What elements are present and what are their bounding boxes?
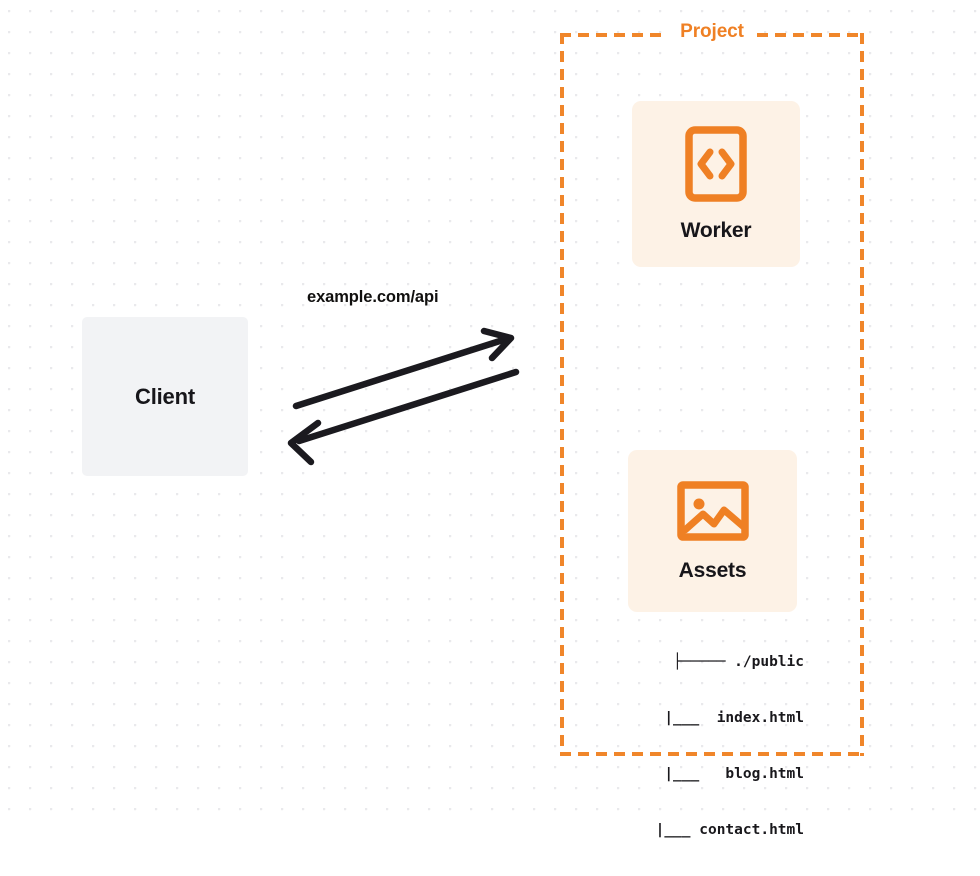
- node-client-label: Client: [135, 383, 195, 409]
- edge-label: example.com/api: [307, 288, 439, 306]
- file-tree-row: ├───── ./public: [673, 654, 804, 671]
- image-icon: [676, 480, 749, 547]
- request-arrow: [292, 327, 515, 410]
- project-container: Project: [560, 21, 864, 756]
- project-title: Project: [673, 21, 751, 43]
- node-assets[interactable]: Assets: [628, 450, 797, 612]
- project-border-bottom: [560, 752, 864, 756]
- file-tree-row: |___ contact.html: [611, 821, 804, 838]
- file-tree-row: |___ blog.html: [620, 765, 804, 782]
- assets-file-tree: ├───── ./public |___ index.html |___ blo…: [604, 616, 804, 876]
- code-brackets-icon: [685, 125, 747, 207]
- file-tree-row: |___ index.html: [620, 709, 804, 726]
- project-border-left: [560, 33, 564, 756]
- diagram-canvas: Client example.com/api Project: [0, 0, 980, 838]
- node-client[interactable]: Client: [82, 317, 248, 476]
- node-worker-label: Worker: [680, 218, 752, 242]
- response-arrow: [287, 368, 520, 466]
- project-border-top-right: [757, 33, 864, 37]
- node-worker[interactable]: Worker: [632, 101, 800, 267]
- node-assets-label: Assets: [678, 558, 747, 582]
- project-border-top-left: [560, 33, 667, 37]
- project-border-right: [860, 33, 864, 756]
